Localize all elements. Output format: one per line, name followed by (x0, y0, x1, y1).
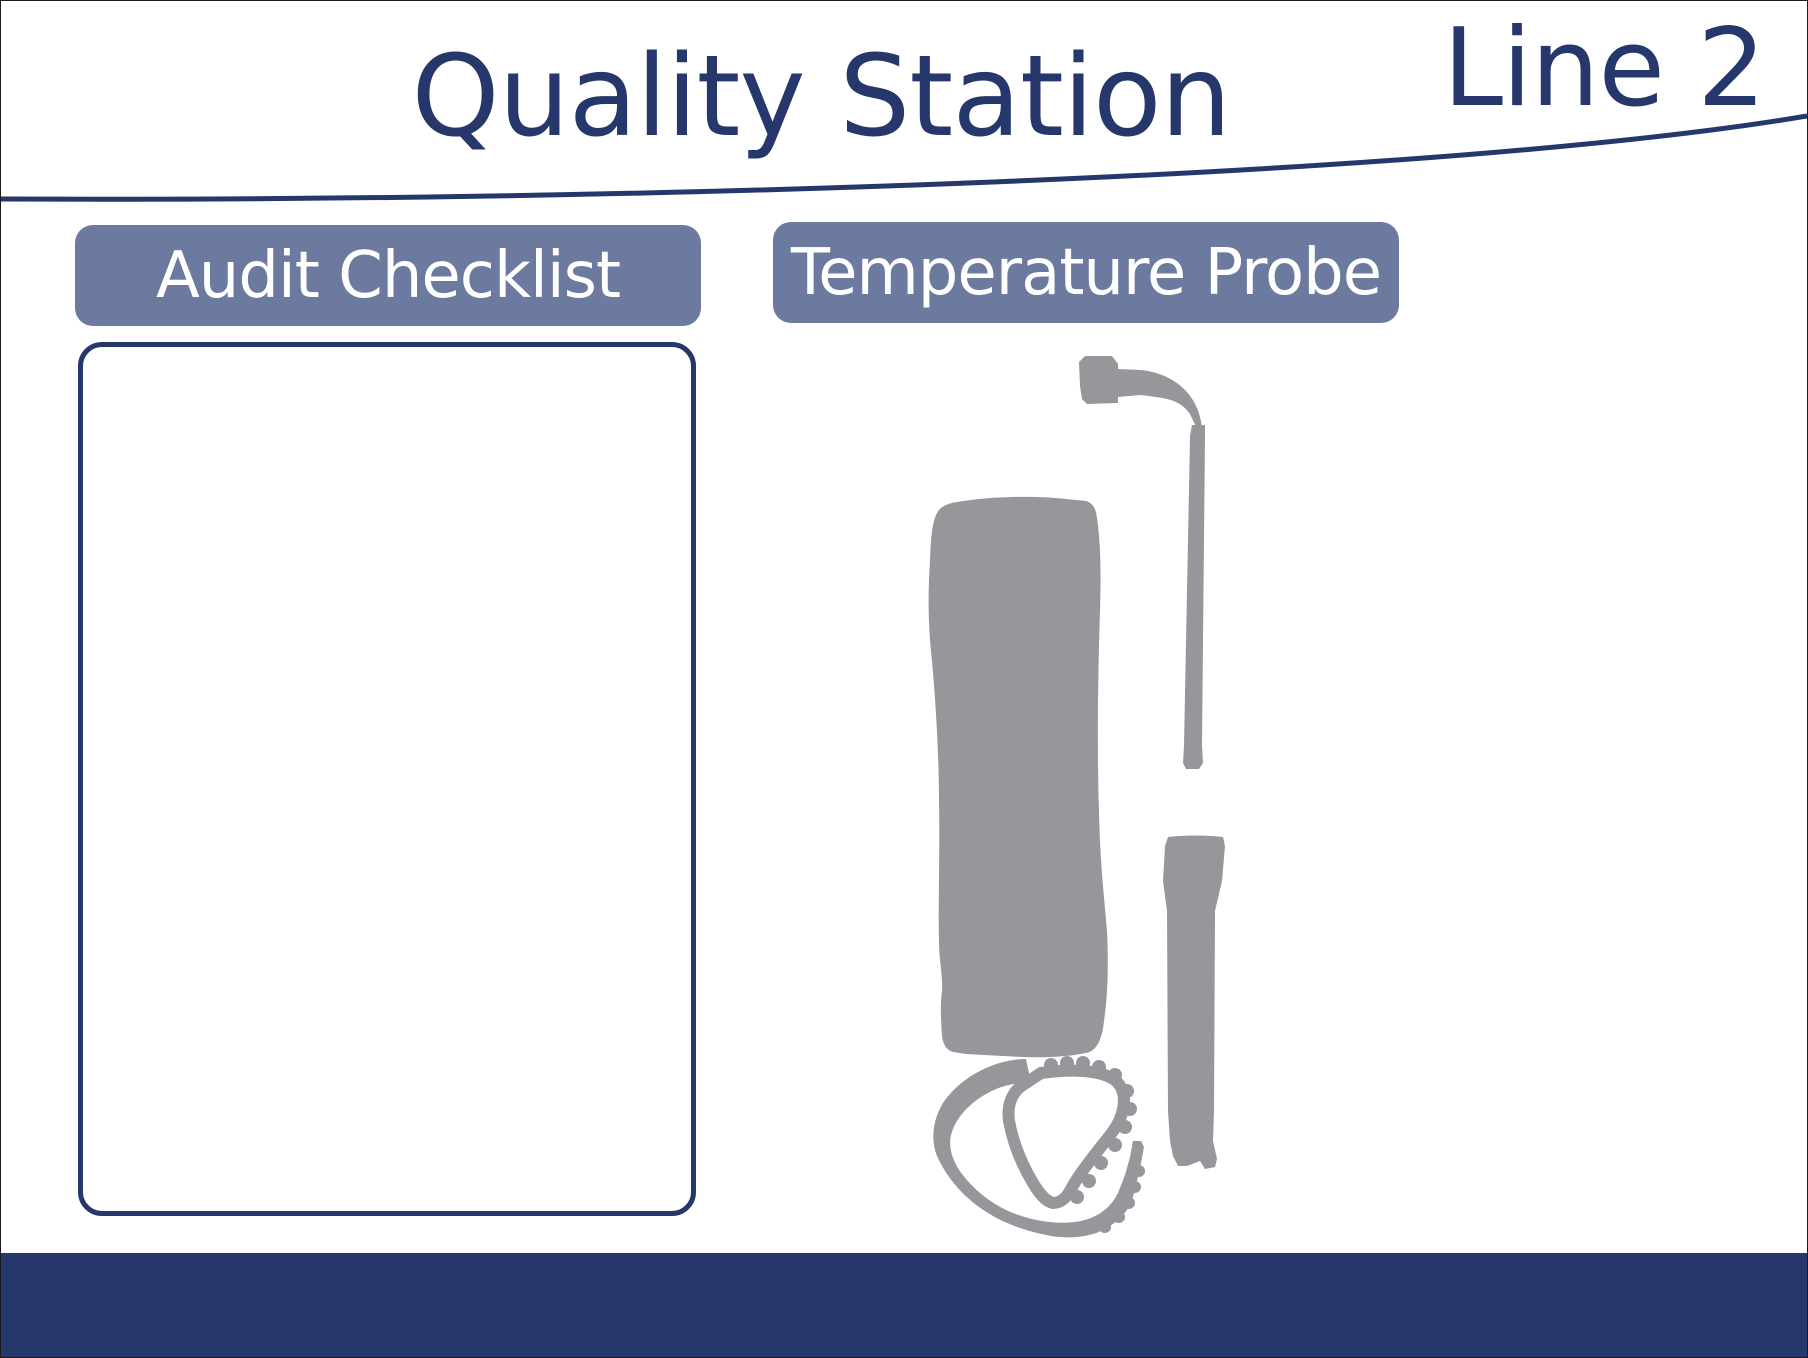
temperature-probe-label: Temperature Probe (773, 222, 1399, 323)
page-title: Quality Station (411, 32, 1232, 162)
audit-checklist-label: Audit Checklist (75, 225, 701, 326)
temperature-probe-icon (928, 356, 1225, 1238)
line-number-label: Line 2 (1442, 6, 1766, 131)
header-divider-curve (1, 113, 1807, 202)
footer-band (1, 1253, 1807, 1357)
audit-checklist-frame (78, 342, 696, 1216)
